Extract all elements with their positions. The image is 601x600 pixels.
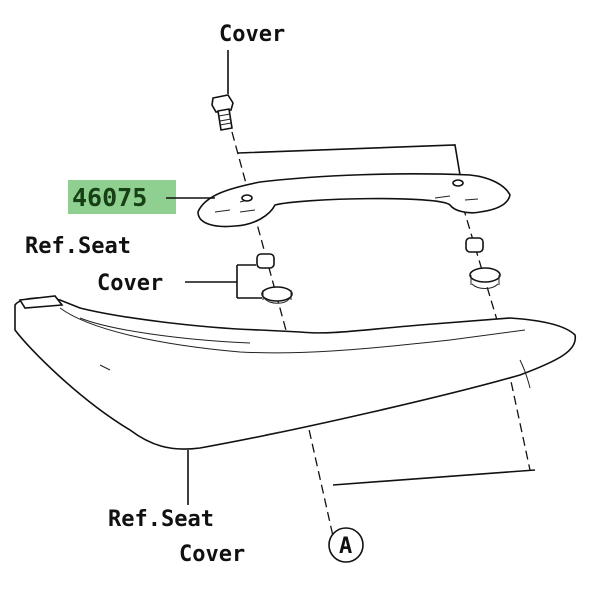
seat-cover: [14, 295, 577, 450]
upper-ref-seat-label: Ref.Seat: [25, 234, 131, 259]
bolt: [211, 94, 234, 131]
lower-ref-seat-label: Ref.Seat: [108, 507, 214, 532]
grab-rail-46075: [197, 173, 511, 228]
bottom-bracket: [332, 469, 536, 486]
upper-ref-cover-label: Cover: [97, 271, 163, 296]
top-bracket: [237, 144, 461, 176]
part-number-label[interactable]: 46075: [72, 183, 147, 212]
damper-leader: [185, 264, 262, 299]
reference-marker-label: A: [339, 534, 352, 559]
reference-marker-circle: [328, 527, 364, 563]
top-cover-label: Cover: [219, 22, 285, 47]
part-number-highlight: [68, 180, 176, 214]
lower-ref-cover-label: Cover: [179, 542, 245, 567]
